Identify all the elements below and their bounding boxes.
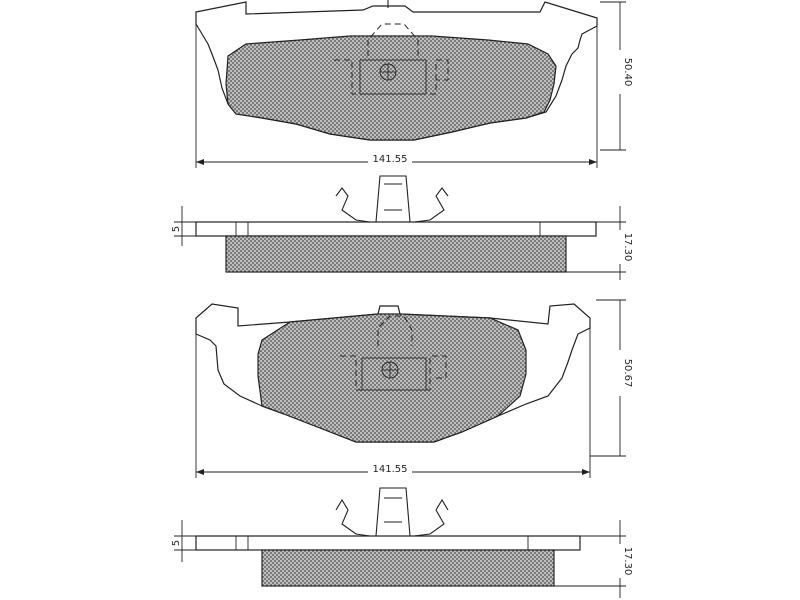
pad-1-side-view	[195, 175, 597, 273]
pad-1-side-backing-plate	[195, 221, 597, 237]
pad-1-height-dimension: 50.40	[600, 1, 633, 151]
pad-2-total-thickness-label: 17.30	[622, 547, 633, 576]
pad-1-sensor-cutout	[334, 59, 449, 95]
pad-2-sensor-cutout	[340, 355, 447, 391]
pad-2-center-box	[361, 357, 427, 391]
pad-2-total-thickness-dimension: 17.30	[554, 520, 633, 598]
pad-1-total-thickness-label: 17.30	[622, 233, 633, 262]
pad-2-front-view	[195, 303, 591, 443]
pad-1-plate-thickness-label: 5	[171, 226, 182, 232]
pad-1-width-dimension: 141.55	[195, 24, 598, 168]
pad-2-plate-thickness-label: 5	[171, 540, 182, 546]
pad-1-front-view	[195, 0, 598, 141]
pad-2-plate-thickness-dimension: 5	[171, 520, 196, 562]
pad-2-side-view	[195, 487, 581, 587]
pad-1-side-lining	[225, 235, 567, 273]
pad-2-height-label: 50.67	[622, 359, 633, 388]
pad-1-total-thickness-dimension: 17.30	[566, 206, 633, 280]
pad-2-width-label: 141.55	[373, 464, 408, 475]
pad-1-friction-lining	[225, 35, 557, 141]
pad-2-clip-spring	[335, 498, 449, 537]
pad-1-plate-thickness-dimension: 5	[171, 206, 196, 246]
pad-1-clip-slot	[367, 23, 419, 56]
pad-2-clip-slot	[377, 315, 413, 346]
pad-2-height-dimension: 50.67	[590, 299, 633, 457]
pad-2-width-dimension: 141.55	[195, 328, 591, 478]
pad-2-side-backing-plate	[195, 535, 581, 551]
pad-1-height-label: 50.40	[622, 58, 633, 87]
pad-1-clip-spring	[335, 187, 449, 223]
pad-2-side-lining	[261, 549, 555, 587]
pad-1-center-box	[359, 59, 427, 95]
pad-1-width-label: 141.55	[373, 154, 408, 165]
